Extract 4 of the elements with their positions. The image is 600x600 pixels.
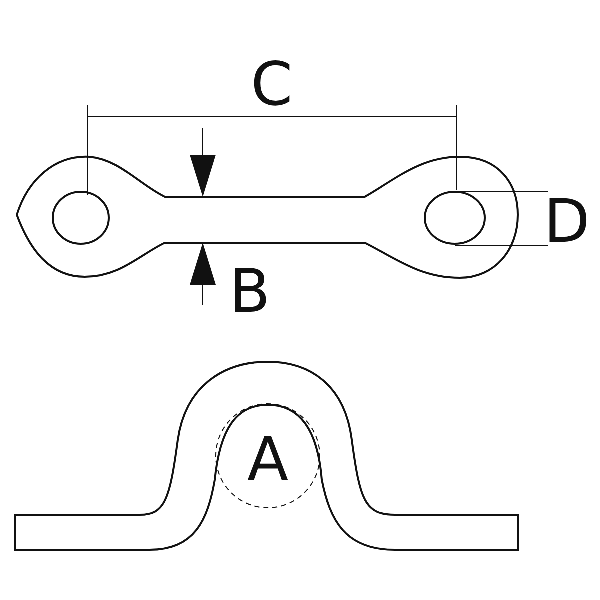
dimension-label: A <box>247 430 289 490</box>
dimension-label: C <box>251 55 293 115</box>
dimension-label: B <box>229 262 271 322</box>
dimension-label: D <box>544 192 590 252</box>
